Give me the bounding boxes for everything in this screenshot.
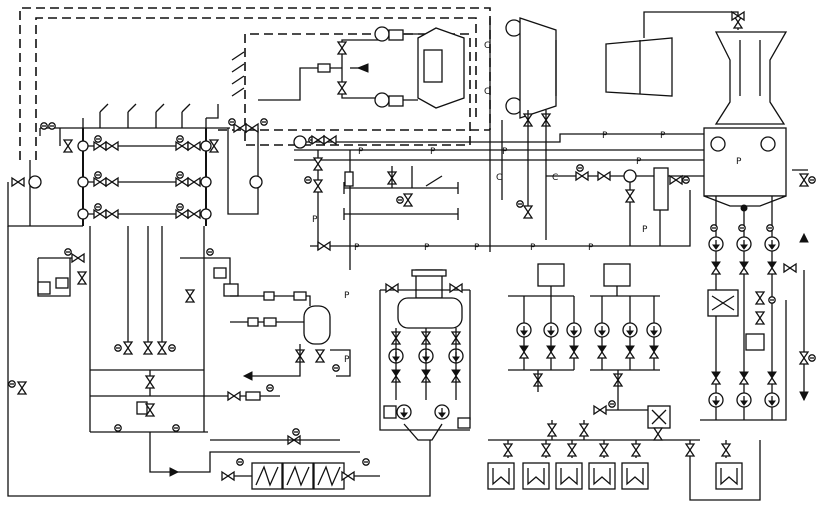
lp-turbines bbox=[605, 11, 788, 125]
line-label-p-7: P bbox=[736, 157, 742, 167]
line-label-p-9: P bbox=[424, 243, 430, 253]
downcomer-pipes bbox=[89, 226, 208, 433]
makeup-pumps bbox=[508, 263, 662, 410]
hp-heaters-row bbox=[221, 458, 380, 490]
line-label-c-1: C bbox=[484, 41, 490, 51]
line-label-p-8: P bbox=[354, 243, 360, 253]
condenser bbox=[700, 127, 816, 421]
surge-tank bbox=[90, 291, 351, 401]
dashed-line-inner bbox=[35, 17, 477, 160]
dashed-line-outer bbox=[19, 7, 491, 160]
line-label-p-15: P bbox=[344, 355, 350, 365]
line-label-p-16: P bbox=[642, 225, 648, 235]
line-label-p-10: P bbox=[474, 243, 480, 253]
line-label-p-14: P bbox=[344, 291, 350, 301]
p-lines: P P P P P P P P P P P P P P P P bbox=[293, 131, 742, 365]
line-label-p-2: P bbox=[430, 147, 436, 157]
line-label-c-2: C bbox=[484, 87, 490, 97]
left-lower-circuit bbox=[37, 248, 239, 303]
line-label-p-5: P bbox=[660, 131, 666, 141]
mid-manifold bbox=[343, 166, 459, 220]
line-label-c-3: C bbox=[496, 173, 502, 183]
bottom-tanks bbox=[487, 400, 761, 501]
hp-turbine: C C C C bbox=[484, 17, 558, 252]
line-label-p-3: P bbox=[502, 147, 508, 157]
turbine-exhaust-lines bbox=[546, 164, 704, 246]
steam-lines-mid bbox=[258, 26, 465, 109]
line-label-p-11: P bbox=[530, 243, 536, 253]
deaerator bbox=[379, 269, 471, 441]
left-heater-bank bbox=[59, 103, 230, 226]
line-label-p-6: P bbox=[636, 157, 642, 167]
line-label-c-4: C bbox=[552, 173, 558, 183]
line-label-p-4: P bbox=[602, 131, 608, 141]
line-label-p-13: P bbox=[312, 215, 318, 225]
line-label-p-1: P bbox=[358, 147, 364, 157]
mid-small-heater bbox=[206, 51, 268, 215]
line-label-p-12: P bbox=[588, 243, 594, 253]
bottom-feed-line bbox=[7, 226, 431, 497]
